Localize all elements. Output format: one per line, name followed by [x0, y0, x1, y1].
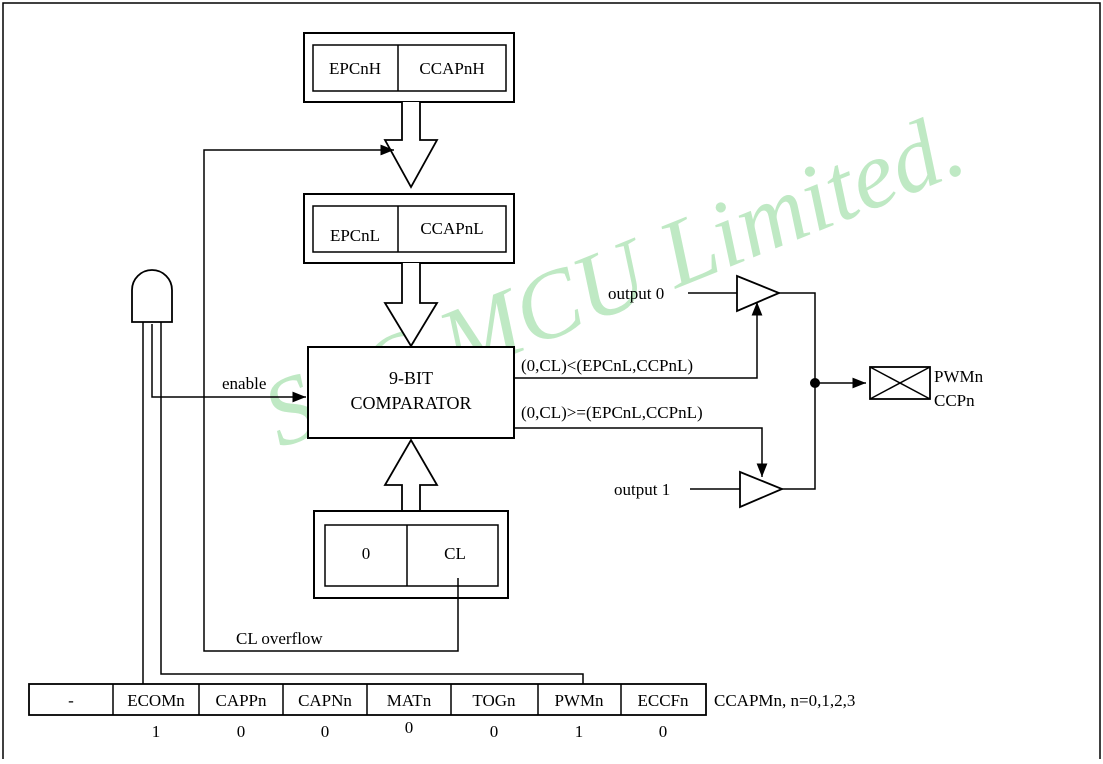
- output1-label: output 1: [614, 480, 670, 499]
- greater-equal-line: [514, 427, 768, 477]
- ccapm-value-capnn: 0: [321, 722, 330, 741]
- comparator: 9-BIT COMPARATOR: [307, 346, 515, 439]
- ccapm-register: [28, 683, 707, 716]
- buffer-output0: [736, 274, 782, 313]
- ccapm-bit-cappn: CAPPn: [215, 691, 267, 710]
- ccapm-bit-capnn: CAPNn: [298, 691, 352, 710]
- ccapm-value-cappn: 0: [237, 722, 246, 741]
- epcnh-cell: EPCnH: [329, 59, 381, 78]
- merge-line: [779, 292, 816, 490]
- ccapnh-cell: CCAPnH: [419, 59, 484, 78]
- bus-arrow-high-to-low: [383, 102, 439, 189]
- counter-high-cell: 0: [362, 544, 371, 563]
- enable-line: [151, 324, 306, 403]
- ccapm-bit-7: -: [68, 691, 74, 710]
- and-gate: [131, 269, 173, 323]
- ccapm-bit-eccfn: ECCFn: [637, 691, 689, 710]
- epcnl-cell: EPCnL: [330, 226, 380, 245]
- pin-label-pwmn: PWMn: [934, 367, 984, 386]
- bus-arrow-counter-to-comparator: [383, 438, 439, 511]
- ccapm-value-pwmn: 1: [575, 722, 584, 741]
- comparator-line2: COMPARATOR: [350, 393, 471, 413]
- ccapm-register-name: CCAPMn, n=0,1,2,3: [714, 691, 855, 710]
- ccapm-bit-ecomn: ECOMn: [127, 691, 185, 710]
- ccapm-bit-togn: TOGn: [472, 691, 516, 710]
- ccapm-value-eccfn: 0: [659, 722, 668, 741]
- pwm-to-gate-line: [160, 322, 584, 684]
- ccapm-value-ecomn: 1: [152, 722, 161, 741]
- ccapm-bit-matn: MATn: [387, 691, 432, 710]
- less-than-label: (0,CL)<(EPCnL,CCPnL): [521, 356, 693, 375]
- ccapm-bit-pwmn: PWMn: [554, 691, 604, 710]
- ccapm-value-togn: 0: [490, 722, 499, 741]
- counter-cl-cell: CL: [444, 544, 466, 563]
- greater-equal-label: (0,CL)>=(EPCnL,CCPnL): [521, 403, 703, 422]
- enable-label: enable: [222, 374, 266, 393]
- output0-label: output 0: [608, 284, 664, 303]
- buffer-output1: [739, 470, 785, 509]
- less-than-line: [514, 302, 763, 379]
- cl-overflow-line: [203, 144, 459, 652]
- comparator-line1: 9-BIT: [389, 368, 433, 388]
- register-low: EPCnL CCAPnL: [303, 193, 515, 264]
- ccapnl-cell: CCAPnL: [420, 219, 483, 238]
- ccapm-value-matn: 0: [405, 718, 414, 737]
- cl-overflow-label: CL overflow: [236, 629, 323, 648]
- output-pin: [869, 366, 931, 400]
- register-high: EPCnH CCAPnH: [303, 32, 515, 103]
- register-counter: 0 CL: [313, 510, 509, 599]
- pin-label-ccpn: CCPn: [934, 391, 975, 410]
